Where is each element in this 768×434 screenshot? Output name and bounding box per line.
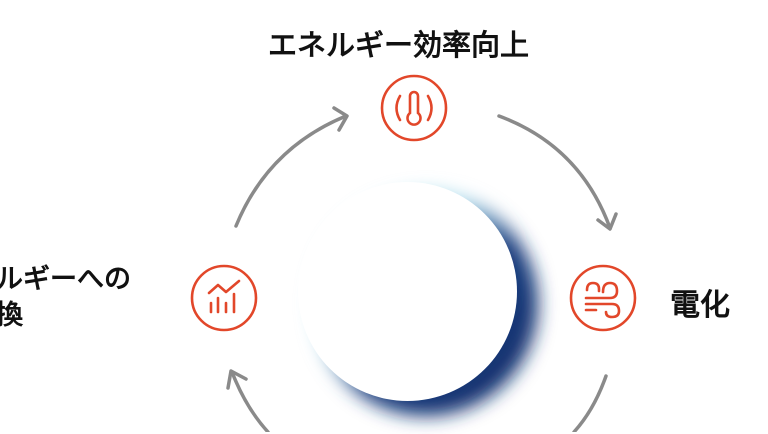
arrow-top-to-right	[497, 114, 612, 230]
node-label-renewable-transition: ルギーへの 換	[0, 262, 131, 334]
wind-icon	[569, 264, 637, 332]
arrow-bottom-to-left	[230, 370, 270, 432]
center-circle	[298, 182, 517, 401]
arrow-right-to-bottom	[572, 374, 608, 432]
chart-growth-icon	[190, 264, 258, 332]
node-label-electrification: 電化	[670, 288, 730, 323]
node-label-energy-efficiency: エネルギー効率向上	[268, 28, 530, 62]
thermometer-icon	[380, 74, 448, 142]
arrow-left-to-top	[234, 114, 348, 228]
arrow-head-left-to-top	[332, 106, 349, 132]
node-label-line-2: 換	[0, 300, 23, 331]
node-label-line-1: ルギーへの	[0, 264, 131, 295]
arrow-head-top-to-right	[596, 212, 618, 231]
arrow-head-bottom-to-left	[226, 369, 248, 390]
